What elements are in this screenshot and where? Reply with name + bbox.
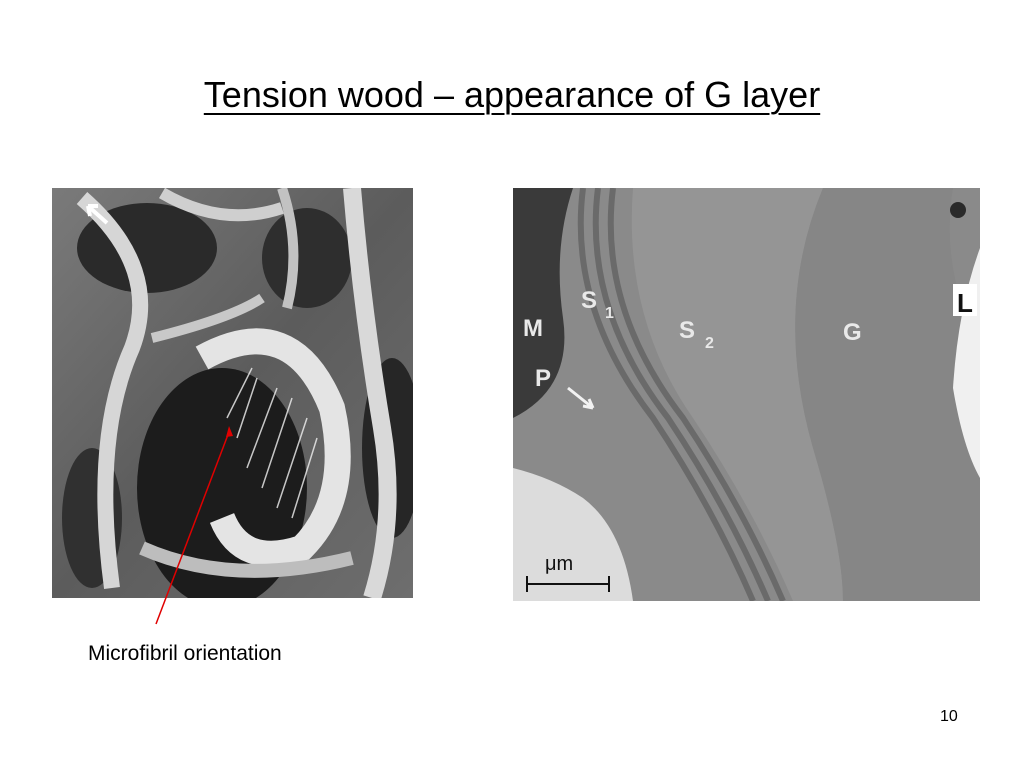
scale-bar: [526, 576, 610, 592]
label-p-arrow: [567, 386, 595, 410]
label-m: M: [523, 315, 543, 342]
label-s1-subscript: 1: [605, 305, 614, 322]
label-s1: S: [581, 287, 597, 314]
slide-title: Tension wood – appearance of G layer: [203, 74, 821, 115]
label-p: P: [535, 365, 551, 392]
microfibril-caption: Microfibril orientation: [88, 642, 282, 665]
label-s2: S: [679, 317, 695, 344]
page-number: 10: [940, 708, 958, 725]
tem-micrograph-cell-wall: M S 1 S 2 G P L μm: [513, 188, 980, 601]
sem-micrograph-fibers: [52, 188, 413, 598]
label-g: G: [843, 319, 862, 346]
scale-bar-label: μm: [545, 553, 573, 575]
label-l: L: [957, 288, 973, 318]
label-s2-subscript: 2: [705, 335, 714, 352]
